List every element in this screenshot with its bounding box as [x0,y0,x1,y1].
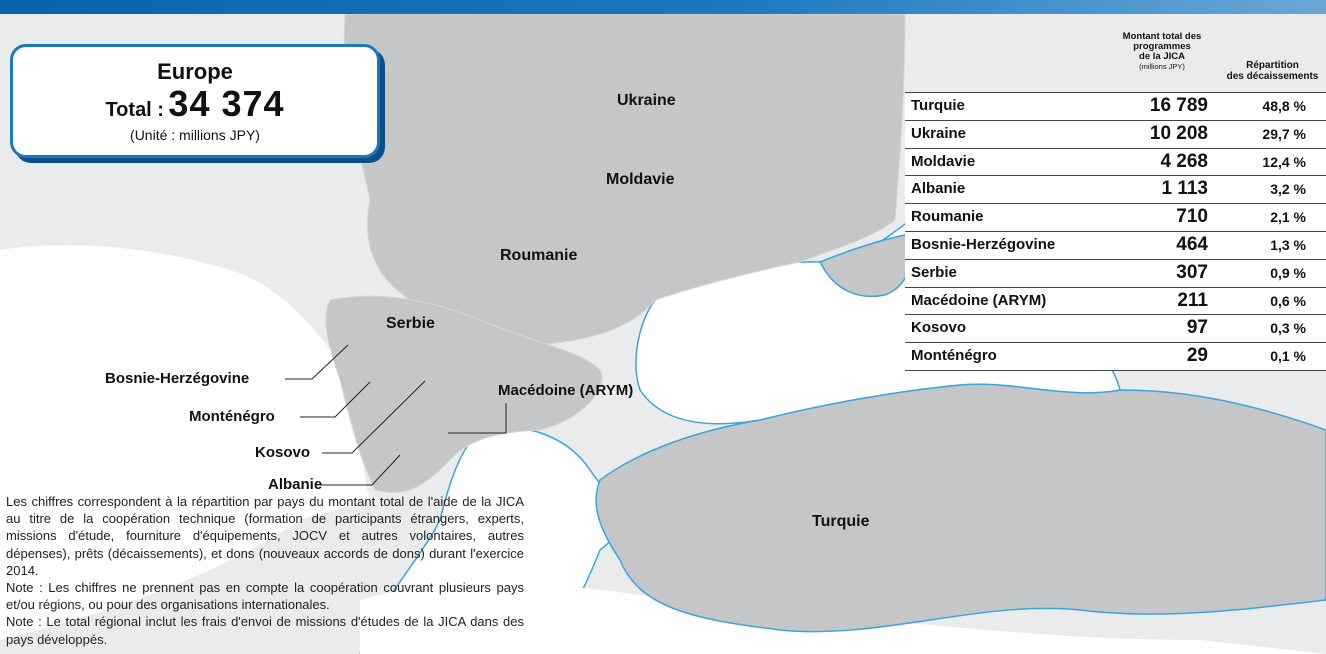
country-name: Albanie [911,180,966,198]
header-amount-line3: de la JICA [1139,51,1185,62]
country-amount: 4 268 [1160,150,1208,172]
adriatic-sea [0,245,370,641]
country-amount: 29 [1186,345,1208,367]
country-amount: 464 [1176,233,1208,255]
country-name: Kosovo [911,319,967,337]
table-row: Ukraine 10 208 29,7 % [905,121,1326,149]
total-line: Total : 34 374 [13,86,377,129]
table-row: Monténégro 29 0,1 % [905,343,1326,371]
country-share: 2,1 % [1270,209,1306,226]
country-share: 48,8 % [1262,98,1306,114]
country-share: 0,6 % [1270,292,1306,309]
country-share: 0,3 % [1270,320,1306,337]
country-share: 29,7 % [1262,125,1306,142]
country-name: Roumanie [911,208,984,226]
header-banner [0,0,1326,14]
ukraine-moldova-romania-shape [343,14,906,346]
map-label-macedoine: Macédoine (ARYM) [498,382,634,399]
map-label-montenegro: Monténégro [189,408,275,425]
map-label-albanie: Albanie [268,476,323,493]
header-share-line1: Répartition [1246,60,1299,71]
map-label-roumanie: Roumanie [500,247,578,264]
header-amount: Montant total des programmes de la JICA … [1105,32,1219,72]
leader-lines [285,344,507,486]
table-row: Serbie 307 0,9 % [905,260,1326,288]
map-label-turquie: Turquie [812,513,870,530]
map-label-ukraine: Ukraine [617,92,676,109]
note-1: Note : Les chiffres ne prennent pas en c… [6,580,524,613]
country-name: Serbie [911,263,957,281]
country-amount: 211 [1177,289,1208,311]
country-name: Moldavie [911,152,976,170]
header-share-line2: des décaissements [1226,71,1319,82]
country-name: Monténégro [911,347,997,365]
country-share: 12,4 % [1262,153,1306,170]
table-row: Turquie 16 789 48,8 % [905,92,1326,121]
country-amount: 97 [1186,317,1208,339]
table-row: Moldavie 4 268 12,4 % [905,149,1326,177]
header-amount-line2: programmes [1133,41,1191,52]
table-row: Roumanie 710 2,1 % [905,204,1326,232]
region-total-box: Europe Total : 34 374 (Unité : millions … [10,44,380,158]
country-amount: 710 [1176,206,1208,228]
map-label-kosovo: Kosovo [255,444,311,461]
note-2: Note : Le total régional inclut les frai… [6,614,524,647]
region-name: Europe [157,59,233,84]
header-amount-line1: Montant total des [1122,31,1202,42]
header-amount-unit: (millions JPY) [1139,62,1185,71]
country-amount: 10 208 [1149,122,1208,144]
country-share: 0,9 % [1270,264,1306,281]
table-row: Albanie 1 113 3,2 % [905,176,1326,205]
country-share: 1,3 % [1270,236,1306,253]
total-label: Total : [105,99,164,121]
country-amount: 16 789 [1149,95,1208,116]
country-name: Ukraine [911,124,967,142]
country-share: 3,2 % [1270,181,1306,198]
header-share: Répartition des décaissements [1219,60,1326,82]
table-row: Bosnie-Herzégovine 464 1,3 % [905,232,1326,260]
country-amount: 1 113 [1161,178,1209,200]
total-unit: (Unité : millions JPY) [130,127,260,143]
table-row: Kosovo 97 0,3 % [905,315,1326,344]
map-label-moldavie: Moldavie [606,171,675,188]
country-amount: 307 [1176,261,1208,283]
turkey-shape [595,383,1326,633]
notes-block: Les chiffres correspondent à la répartit… [6,493,524,648]
country-name: Bosnie-Herzégovine [911,235,1056,253]
country-share: 0,1 % [1270,348,1306,365]
table-row: Macédoine (ARYM) 211 0,6 % [905,288,1326,316]
map-label-bosnie: Bosnie-Herzégovine [105,370,250,387]
country-name: Turquie [911,97,965,114]
total-value: 34 374 [168,83,285,124]
map-label-serbie: Serbie [386,315,435,332]
country-name: Macédoine (ARYM) [911,291,1047,309]
note-main: Les chiffres correspondent à la répartit… [6,494,524,578]
